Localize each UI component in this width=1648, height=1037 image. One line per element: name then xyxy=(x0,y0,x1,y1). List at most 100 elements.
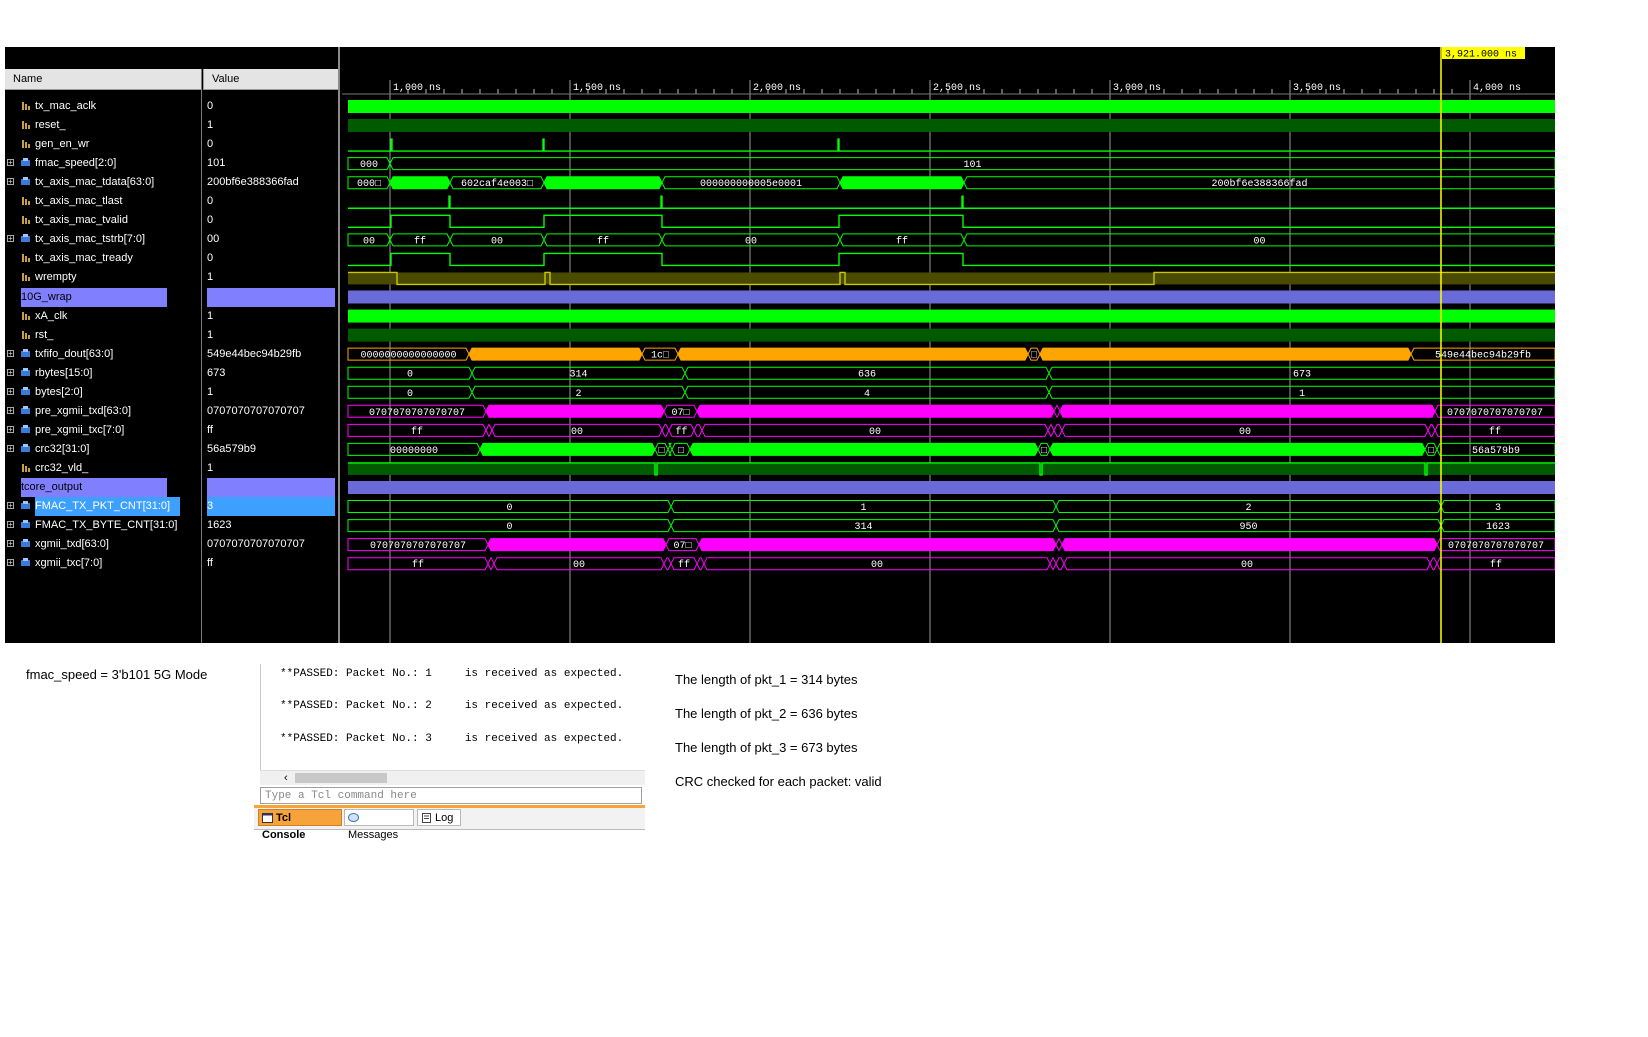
bus-segment xyxy=(1440,500,1555,514)
signal-value: 1 xyxy=(207,386,214,398)
expand-icon[interactable]: + xyxy=(7,558,14,567)
signal-value: 3 xyxy=(207,497,335,516)
expand-icon[interactable]: + xyxy=(7,406,14,415)
wave-value-label: 0707070707070707 xyxy=(1447,408,1543,419)
signal-name: xgmii_txd[63:0] xyxy=(35,538,109,550)
wave-value-label: 0707070707070707 xyxy=(1448,541,1544,552)
signal-name-row[interactable]: + tx_axis_mac_tstrb[7:0] xyxy=(5,230,201,249)
wave-value-label: 07□ xyxy=(673,541,691,552)
signal-name-row[interactable]: tx_axis_mac_tlast xyxy=(5,192,201,211)
signal-name-row[interactable]: +bytes[2:0] xyxy=(5,383,201,402)
expand-icon[interactable]: + xyxy=(7,158,14,167)
signal-name: tx_axis_mac_tlast xyxy=(35,195,123,207)
signal-name-row[interactable]: wrempty xyxy=(5,268,201,287)
wave-value-label: □ xyxy=(1031,351,1037,362)
expand-icon[interactable]: + xyxy=(7,520,14,529)
name-column-header[interactable]: Name xyxy=(5,69,201,90)
time-tick-label: 2,500 ns xyxy=(933,83,981,94)
scroll-left-arrow-icon[interactable]: ‹ xyxy=(284,772,288,784)
signal-name-row[interactable]: tx_axis_mac_tvalid xyxy=(5,211,201,230)
signal-value: 101 xyxy=(207,157,226,169)
bit-signal-icon xyxy=(22,216,30,224)
signal-value: ff xyxy=(207,424,213,436)
signal-name-row[interactable]: 10G_wrap xyxy=(21,288,167,307)
wave-value-label: 00 xyxy=(1241,560,1253,571)
wave-value-label: 56a579b9 xyxy=(1472,445,1520,457)
scrollbar-thumb[interactable] xyxy=(295,773,387,783)
console-line: **PASSED: Packet No.: 1 is received as e… xyxy=(280,668,624,680)
expand-icon[interactable]: + xyxy=(7,501,14,510)
expand-icon[interactable]: + xyxy=(7,425,14,434)
wave-value-label: 0707070707070707 xyxy=(370,541,466,552)
bus-segment xyxy=(1436,538,1555,552)
signal-name-row[interactable]: + FMAC_TX_PKT_CNT[31:0] xyxy=(5,497,201,516)
expand-icon[interactable]: + xyxy=(7,539,14,548)
signal-value: 0 xyxy=(207,138,214,150)
expand-icon[interactable]: + xyxy=(7,387,14,396)
signal-name-row[interactable]: xA_clk xyxy=(5,307,201,326)
clock-waveform xyxy=(348,100,1555,113)
wave-value-label: 00 xyxy=(491,236,503,247)
signal-name-row[interactable]: +pre_xgmii_txd[63:0] xyxy=(5,402,201,421)
pane-divider[interactable] xyxy=(338,47,340,643)
bus-segment xyxy=(963,176,1555,190)
console-gutter xyxy=(254,664,261,784)
signal-name-row[interactable]: +txfifo_dout[63:0] xyxy=(5,345,201,364)
crc-valid-fill xyxy=(348,462,1555,475)
bus-signal-icon xyxy=(21,501,30,509)
bit-waveform xyxy=(348,195,1555,209)
bus-signal-icon xyxy=(21,387,30,395)
horizontal-scrollbar[interactable]: ‹ xyxy=(260,770,645,785)
wave-value-label: 314 xyxy=(569,370,587,381)
signal-name-row[interactable]: gen_en_wr xyxy=(5,135,201,154)
tab-log[interactable]: Log xyxy=(417,809,461,826)
signal-name-row[interactable]: + xgmii_txd[63:0] xyxy=(5,535,201,554)
wave-value-label: 3 xyxy=(1495,503,1501,514)
expand-icon[interactable]: + xyxy=(7,234,14,243)
signal-name-row[interactable]: +FMAC_TX_BYTE_CNT[31:0] xyxy=(5,516,201,535)
expand-icon[interactable]: + xyxy=(7,349,14,358)
group-bar xyxy=(348,290,1555,304)
signal-name-row[interactable]: tx_axis_mac_tready xyxy=(5,249,201,268)
bus-segment xyxy=(963,233,1555,247)
signal-value: 673 xyxy=(207,367,226,379)
expand-icon[interactable]: + xyxy=(7,368,14,377)
signal-name-row[interactable]: tcore_output xyxy=(21,478,167,497)
bus-segment xyxy=(1049,442,1426,456)
signal-name-row[interactable]: tx_mac_aclk xyxy=(5,97,201,116)
tab-messages[interactable]: Messages xyxy=(344,809,414,841)
signal-name-row[interactable]: +fmac_speed[2:0] xyxy=(5,154,201,173)
wave-value-label: 00 xyxy=(1239,427,1251,438)
tab-tcl-console[interactable]: Tcl Console xyxy=(258,809,342,841)
signal-name-row[interactable]: rst_ xyxy=(5,326,201,345)
expand-icon[interactable]: + xyxy=(7,444,14,453)
bit-waveform xyxy=(348,271,1555,286)
signal-name-row[interactable]: +pre_xgmii_txc[7:0] xyxy=(5,421,201,440)
signal-name-row[interactable]: +tx_axis_mac_tdata[63:0] xyxy=(5,173,201,192)
signal-value: 0707070707070707 xyxy=(207,405,305,417)
wave-value-label: 00 xyxy=(571,427,583,438)
signal-name-row[interactable]: +rbytes[15:0] xyxy=(5,364,201,383)
wave-value-label: 00 xyxy=(869,427,881,438)
clock-waveform xyxy=(348,309,1555,323)
bit-signal-icon xyxy=(22,102,30,110)
tab-label: Messages xyxy=(348,829,399,841)
signal-name-row[interactable]: +crc32[31:0] xyxy=(5,440,201,459)
value-column-header[interactable]: Value xyxy=(203,69,338,90)
signal-name: tx_mac_aclk xyxy=(35,100,97,112)
bus-segment xyxy=(487,556,495,571)
pkt3-length-note: The length of pkt_3 = 673 bytes xyxy=(675,740,858,755)
pkt1-length-note: The length of pkt_1 = 314 bytes xyxy=(675,672,858,687)
signal-name-row[interactable]: crc32_vld_ xyxy=(5,459,201,478)
bus-signal-icon xyxy=(21,520,30,528)
column-divider[interactable] xyxy=(201,69,202,643)
signal-name-row[interactable]: reset_ xyxy=(5,116,201,135)
expand-icon[interactable]: + xyxy=(7,177,14,186)
bit-signal-icon xyxy=(22,464,30,472)
tcl-command-input[interactable]: Type a Tcl command here xyxy=(260,787,642,804)
signal-name: tx_axis_mac_tstrb[7:0] xyxy=(35,233,146,245)
signal-name-row[interactable]: +xgmii_txc[7:0] xyxy=(5,554,201,573)
signal-name: FMAC_TX_PKT_CNT[31:0] xyxy=(35,497,181,516)
wave-value-label: 549e44bec94b29fb xyxy=(1435,350,1531,362)
